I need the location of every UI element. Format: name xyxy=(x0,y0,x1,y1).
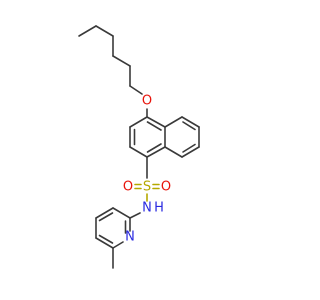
bond-ring1-d xyxy=(146,146,166,158)
bond-ring2-d-double xyxy=(182,143,196,153)
bond-ring1-e xyxy=(146,116,166,128)
bond-pyr-b xyxy=(95,207,114,219)
bond-pyr-d xyxy=(95,237,114,249)
atom-labels: O S O O N H N xyxy=(123,94,171,245)
bond-pentyl-to-oxygen xyxy=(129,85,143,95)
bond-pyr-e xyxy=(112,241,124,249)
bond-ring2-b xyxy=(181,116,200,128)
bond-ring2-e xyxy=(164,146,183,158)
bond-pentyl-1 xyxy=(78,25,97,37)
bond-ring2-a xyxy=(164,116,183,128)
structure-canvas: O S O O N H N xyxy=(78,25,200,269)
bond-ring1-d-double xyxy=(146,143,162,153)
bond-pentyl-2 xyxy=(95,25,114,37)
sulfonyl-oxygen-left-label: O xyxy=(123,180,133,195)
amide-hydrogen-label: H xyxy=(154,201,164,216)
bonds xyxy=(78,25,200,269)
bond-ring1-e-double xyxy=(146,121,162,131)
molecule-structure: O S O O N H N xyxy=(78,25,200,269)
bond-ring1-a xyxy=(129,116,148,128)
bond-pentyl-4 xyxy=(112,55,131,67)
pyridine-nitrogen-label: N xyxy=(125,230,135,245)
bond-pyr-d-double xyxy=(98,234,114,244)
bond-pyr-b-double xyxy=(98,212,114,222)
bond-ring2-b-double xyxy=(182,121,196,131)
bond-nitrogen-to-pyridine xyxy=(129,212,141,219)
sulfur-label: S xyxy=(143,180,151,195)
ether-oxygen-label: O xyxy=(142,94,152,109)
amide-nitrogen-label: N xyxy=(142,201,152,216)
bond-pyr-a xyxy=(112,207,131,219)
sulfonyl-oxygen-right-label: O xyxy=(161,180,171,195)
bond-ring2-d xyxy=(181,146,200,158)
bond-ring1-c xyxy=(129,146,148,158)
